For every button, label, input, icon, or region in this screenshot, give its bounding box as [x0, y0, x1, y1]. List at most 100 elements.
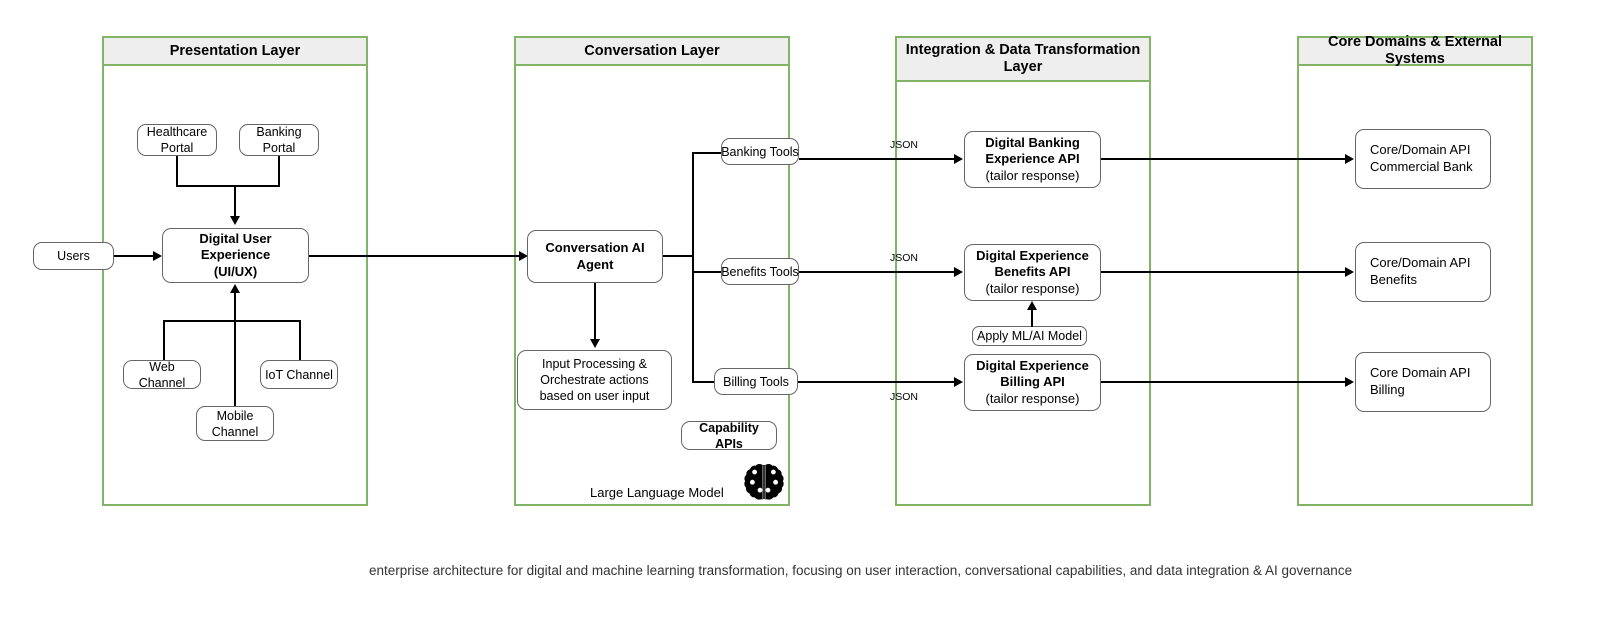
node-banking-tools-label: Banking Tools: [721, 144, 799, 159]
arrowhead-ml-to-benefits-api: [1027, 301, 1037, 310]
edge-users-to-dux: [114, 255, 154, 257]
layer-core-title: Core Domains & External Systems: [1327, 34, 1503, 67]
node-dux-line2: (UI/UX): [213, 263, 258, 279]
edge-banking-down: [278, 156, 280, 186]
arrowhead-benefits-api-to-core: [1345, 267, 1354, 277]
edge-billing-api-to-core: [1101, 381, 1347, 383]
edge-channel-bus: [163, 320, 300, 322]
node-users[interactable]: Users: [33, 242, 114, 270]
arrowhead-agent-to-input: [590, 339, 600, 348]
layer-presentation-header: Presentation Layer: [104, 38, 366, 66]
edge-billing-tools-to-api: [798, 381, 957, 383]
node-web-channel[interactable]: Web Channel: [123, 359, 201, 390]
node-benefits-api-line1: Digital Experience: [976, 247, 1089, 263]
node-benefits-api-subtitle: (tailor response): [985, 280, 1080, 296]
edge-benefits-tools-to-api: [799, 271, 957, 273]
arrowhead-benefits-tools-to-api: [954, 267, 963, 277]
node-users-label: Users: [57, 249, 90, 263]
node-core-benefits[interactable]: Core/Domain API Benefits: [1355, 242, 1491, 302]
node-iot-channel-label: IoT Channel: [265, 367, 333, 382]
node-banking-portal-label: Banking Portal: [256, 125, 302, 155]
arrowhead-channels-to-dux: [230, 284, 240, 293]
node-input-processing-label: Input Processing & Orchestrate actions b…: [539, 357, 650, 403]
edge-label-json-benefits: JSON: [890, 252, 919, 264]
edge-iot-up: [299, 320, 301, 360]
node-billing-api-subtitle: (tailor response): [985, 390, 1080, 406]
node-core-commercial-bank[interactable]: Core/Domain API Commercial Bank: [1355, 129, 1491, 189]
node-billing-api-line2: Billing API: [1000, 374, 1065, 390]
node-capability-apis[interactable]: Capability APIs: [681, 420, 777, 451]
edge-label-json-billing: JSON: [890, 391, 919, 403]
node-core-billing-line2: Billing: [1370, 382, 1405, 397]
node-digital-banking-experience-api[interactable]: Digital Banking Experience API (tailor r…: [964, 131, 1101, 188]
layer-conversation-title: Conversation Layer: [584, 42, 720, 59]
arrowhead-billing-tools-to-api: [954, 377, 963, 387]
edge-banking-api-to-core: [1101, 158, 1347, 160]
edge-agent-to-input: [594, 283, 596, 341]
edge-healthcare-down: [176, 156, 178, 186]
node-core-commercial-bank-line2: Commercial Bank: [1370, 159, 1473, 174]
node-digital-experience-benefits-api[interactable]: Digital Experience Benefits API (tailor …: [964, 244, 1101, 301]
node-agent-line1: Conversation AI: [545, 239, 645, 255]
node-web-channel-label: Web Channel: [138, 359, 186, 390]
node-billing-api-line1: Digital Experience: [976, 357, 1089, 373]
node-core-billing-line1: Core Domain API: [1370, 365, 1471, 381]
node-banking-api-line2: Experience API: [985, 151, 1080, 167]
node-mobile-channel-label: Mobile Channel: [211, 408, 259, 439]
node-benefits-api-line2: Benefits API: [994, 264, 1071, 280]
node-agent-line2: Agent: [576, 256, 614, 272]
node-banking-api-line1: Digital Banking: [985, 134, 1080, 150]
node-core-commercial-bank-line1: Core/Domain API: [1370, 142, 1471, 158]
edge-banking-tools-to-api: [799, 158, 957, 160]
node-billing-tools[interactable]: Billing Tools: [714, 368, 798, 395]
edge-ml-to-benefits-api: [1031, 309, 1033, 327]
node-digital-user-experience[interactable]: Digital User Experience (UI/UX): [162, 228, 309, 283]
node-core-benefits-line1: Core/Domain API: [1370, 255, 1471, 271]
arrowhead-portal-to-dux: [230, 216, 240, 225]
arrowhead-users-to-dux: [153, 251, 162, 261]
diagram-caption: enterprise architecture for digital and …: [369, 563, 1353, 578]
node-apply-ml-ai-model-label: Apply ML/AI Model: [977, 329, 1082, 343]
llm-label: Large Language Model: [590, 485, 724, 500]
node-healthcare-portal[interactable]: Healthcare Portal: [137, 124, 217, 156]
node-mobile-channel[interactable]: Mobile Channel: [196, 406, 274, 441]
node-banking-api-subtitle: (tailor response): [985, 167, 1080, 183]
arrowhead-banking-api-to-core: [1345, 154, 1354, 164]
node-dux-line1: Digital User Experience: [199, 230, 272, 263]
edge-web-up: [163, 320, 165, 360]
node-benefits-tools[interactable]: Benefits Tools: [721, 258, 799, 285]
edge-benefits-api-to-core: [1101, 271, 1347, 273]
node-core-billing[interactable]: Core Domain API Billing: [1355, 352, 1491, 412]
layer-integration-header: Integration & Data Transformation Layer: [897, 38, 1149, 82]
edge-bus-to-benefits-tools: [692, 271, 722, 273]
node-conversation-ai-agent[interactable]: Conversation AI Agent: [527, 230, 663, 283]
node-iot-channel[interactable]: IoT Channel: [260, 360, 338, 389]
arrowhead-banking-tools-to-api: [954, 154, 963, 164]
node-banking-tools[interactable]: Banking Tools: [721, 138, 799, 165]
node-banking-portal[interactable]: Banking Portal: [239, 124, 319, 156]
layer-presentation-title: Presentation Layer: [169, 42, 301, 59]
node-digital-experience-billing-api[interactable]: Digital Experience Billing API (tailor r…: [964, 354, 1101, 411]
node-capability-apis-label: Capability APIs: [699, 420, 759, 451]
edge-label-json-banking: JSON: [890, 139, 919, 151]
edge-portal-bus: [176, 185, 280, 187]
edge-bus-to-billing-tools: [692, 381, 722, 383]
node-billing-tools-label: Billing Tools: [723, 374, 789, 389]
arrowhead-dux-to-agent: [519, 251, 528, 261]
node-core-benefits-line2: Benefits: [1370, 272, 1417, 287]
node-apply-ml-ai-model[interactable]: Apply ML/AI Model: [972, 326, 1087, 346]
brain-icon: [744, 462, 784, 504]
edge-bus-to-banking-tools: [692, 152, 722, 154]
node-healthcare-portal-label: Healthcare Portal: [146, 125, 208, 155]
edge-mobile-up: [234, 292, 236, 406]
edge-portal-to-dux: [234, 185, 236, 218]
layer-integration-title: Integration & Data Transformation Layer: [905, 42, 1141, 75]
layer-core-header: Core Domains & External Systems: [1299, 34, 1531, 67]
edge-agent-out: [663, 255, 693, 257]
edge-tools-bus: [692, 152, 694, 382]
layer-conversation-header: Conversation Layer: [516, 38, 788, 66]
arrowhead-billing-api-to-core: [1345, 377, 1354, 387]
node-input-processing[interactable]: Input Processing & Orchestrate actions b…: [517, 350, 672, 410]
node-benefits-tools-label: Benefits Tools: [721, 264, 799, 279]
